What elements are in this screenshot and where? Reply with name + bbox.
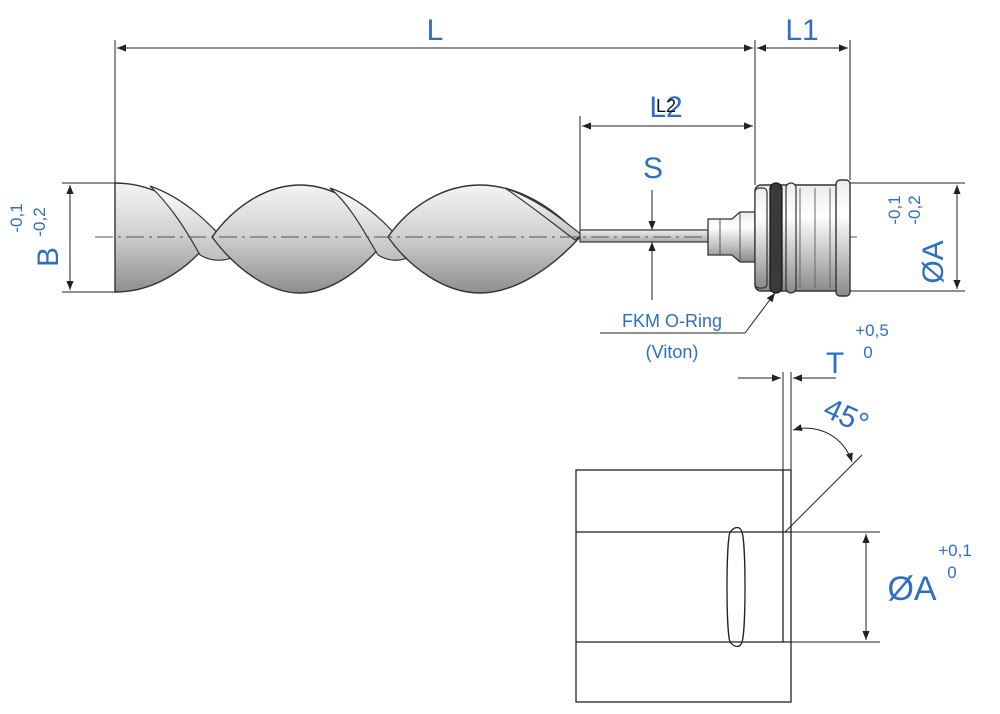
dim-A-bore: ØA [887, 570, 936, 608]
dim-L2-overlay: L2 [656, 96, 676, 116]
dim-A-bore-tol-lower: 0 [947, 563, 956, 582]
bore-section [575, 469, 792, 703]
dimension-lines [62, 40, 965, 334]
dim-L: L [427, 14, 444, 47]
plug-nozzle [707, 211, 756, 263]
dim-T-tol-upper: +0,5 [855, 321, 889, 340]
mixer-lobe-2 [211, 184, 389, 294]
dim-B: B [32, 247, 65, 267]
dim-A-bore-tol-upper: +0,1 [938, 541, 972, 560]
dim-T-tol-lower: 0 [863, 343, 872, 362]
dim-B-tol-lower: -0,2 [30, 207, 49, 236]
oring-callout-line1: FKM O-Ring [622, 311, 722, 331]
dim-A-top: ØA [917, 240, 950, 283]
mixer-twist-3 [504, 187, 584, 241]
section-dimension-lines [738, 372, 880, 643]
dim-T: T [826, 347, 844, 380]
dim-angle: 45° [818, 392, 873, 441]
dim-L1: L1 [785, 14, 818, 47]
oring-callout-line2: (Viton) [646, 342, 699, 362]
bore-groove [726, 531, 746, 643]
dim-A-top-tol-lower: -0,2 [905, 195, 924, 224]
plug-flange [835, 179, 851, 297]
bore-outline [575, 469, 792, 703]
plug [707, 179, 851, 297]
dim-B-tol-upper: -0,1 [7, 203, 26, 232]
mixer-lobe-3 [387, 184, 581, 294]
dim-L2: L2 [649, 91, 682, 124]
dim-A-top-tol-upper: -0,1 [885, 195, 904, 224]
dim-S: S [643, 152, 663, 185]
twisted-mixer [114, 182, 761, 294]
o-ring [769, 182, 783, 294]
